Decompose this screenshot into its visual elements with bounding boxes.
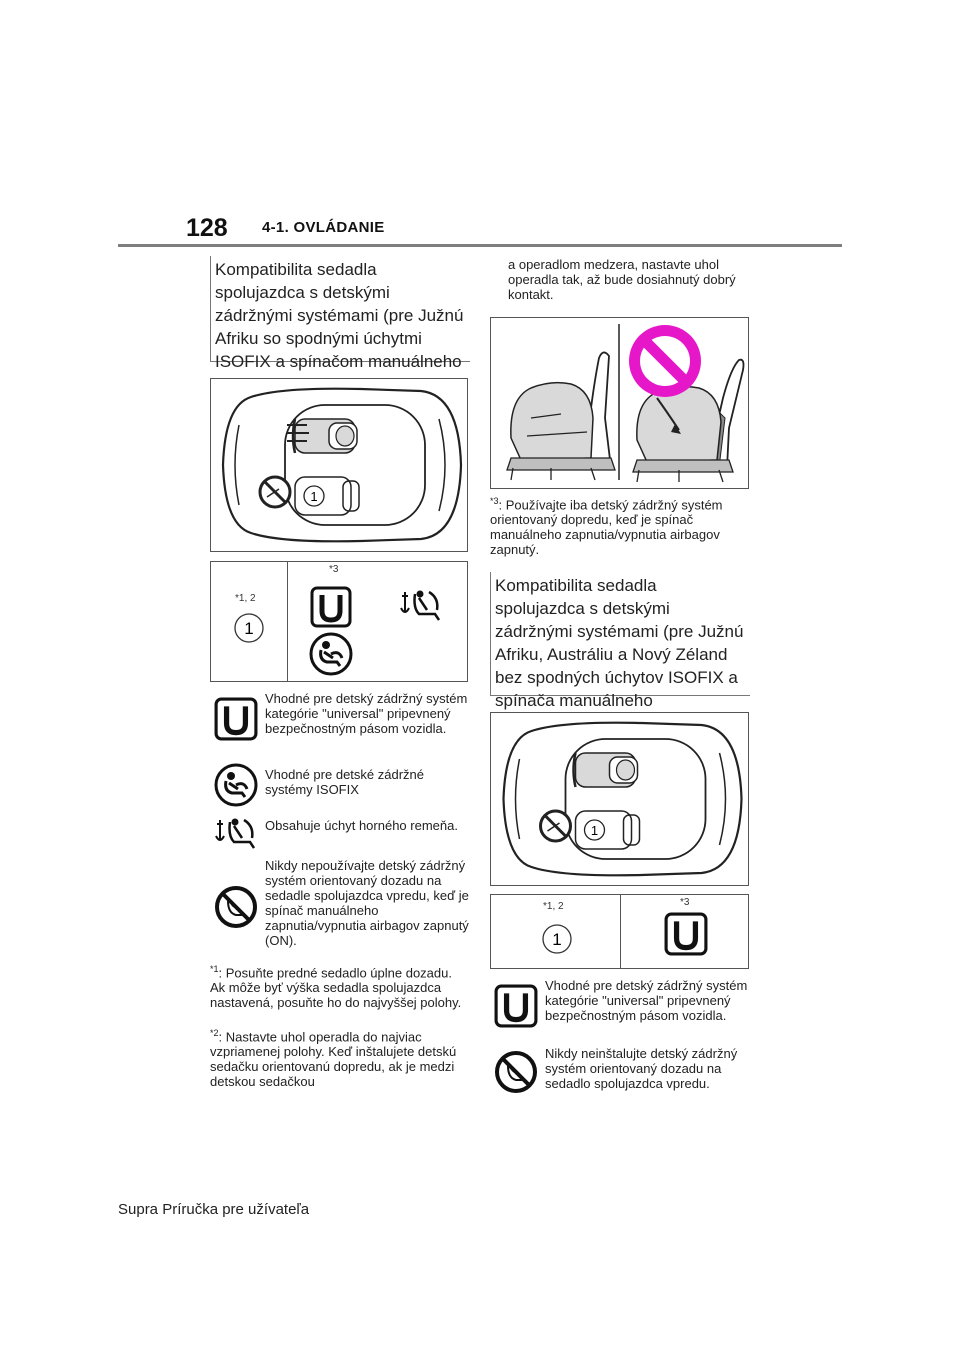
isofix-icon — [309, 632, 353, 676]
no-rear-facing-seat-icon — [494, 1050, 538, 1094]
header-rule — [118, 244, 842, 247]
legend-text: Vhodné pre detský zádržný systém kategór… — [265, 691, 468, 736]
compatibility-table-universal: *1, 2 *3 1 — [490, 894, 749, 969]
universal-u-icon — [310, 586, 352, 628]
car-top-view-figure-no-isofix: 1 — [490, 712, 749, 886]
table-col2-label: *3 — [680, 897, 690, 908]
seat-position-badge: 1 — [541, 923, 573, 955]
section-title: 4-1. OVLÁDANIE — [262, 219, 385, 236]
svg-text:1: 1 — [591, 823, 598, 838]
seat-position-badge: 1 — [233, 612, 265, 644]
seatback-angle-figure — [490, 317, 749, 489]
prohibition-sign-icon — [629, 325, 701, 397]
legend-text: Vhodné pre detský zádržný systém kategór… — [545, 978, 748, 1023]
universal-u-icon — [494, 984, 538, 1028]
passenger-seat: 1 — [574, 810, 641, 850]
incorrect-child-seat-illustration — [632, 358, 745, 483]
left-heading: Kompatibilita sedadla spolujazdca s dets… — [210, 256, 470, 394]
legend-text: Nikdy nepoužívajte detský zádržný systém… — [265, 858, 469, 948]
top-tether-anchor-icon — [399, 588, 443, 624]
footnote-1: *1: Posuňte predné sedadlo úplne dozadu.… — [210, 964, 462, 1011]
svg-text:1: 1 — [310, 489, 317, 504]
svg-text:1: 1 — [244, 619, 253, 638]
footer-manual-title: Supra Príručka pre užívateľa — [118, 1201, 310, 1218]
svg-text:1: 1 — [552, 930, 561, 949]
footnote-3: *3: Používajte iba detský zádržný systém… — [490, 496, 723, 558]
top-tether-anchor-icon — [214, 816, 258, 852]
footnote-2: *2: Nastavte uhol operadla do najviac vz… — [210, 1028, 457, 1090]
right-heading: Kompatibilita sedadla spolujazdca s dets… — [490, 572, 750, 733]
no-rear-facing-seat-icon — [258, 475, 292, 509]
legend-text: Obsahuje úchyt horného remeňa. — [265, 818, 458, 833]
table-col1-label: *1, 2 — [543, 901, 564, 912]
child-seat-icon-isofix — [287, 418, 358, 454]
legend-text: Vhodné pre detské zádržné systémy ISOFIX — [265, 767, 424, 797]
correct-child-seat-illustration — [506, 351, 616, 481]
table-col2-label: *3 — [329, 564, 339, 575]
footnote-2-continuation: a operadlom medzera, nastavte uhol opera… — [508, 257, 736, 302]
universal-u-icon — [214, 697, 258, 741]
universal-u-icon — [664, 912, 708, 956]
no-rear-facing-seat-icon — [539, 809, 572, 843]
isofix-icon — [214, 763, 258, 807]
table-col1-label: *1, 2 — [235, 593, 256, 604]
page-number: 128 — [186, 214, 228, 242]
legend-text: Nikdy neinštalujte detský zádržný systém… — [545, 1046, 738, 1091]
child-seat-icon-universal — [572, 752, 639, 788]
compatibility-table-isofix: *1, 2 *3 1 — [210, 561, 468, 682]
no-rear-facing-seat-icon — [214, 885, 258, 929]
passenger-seat: 1 — [294, 476, 360, 516]
car-top-view-figure-isofix: 1 — [210, 378, 468, 552]
